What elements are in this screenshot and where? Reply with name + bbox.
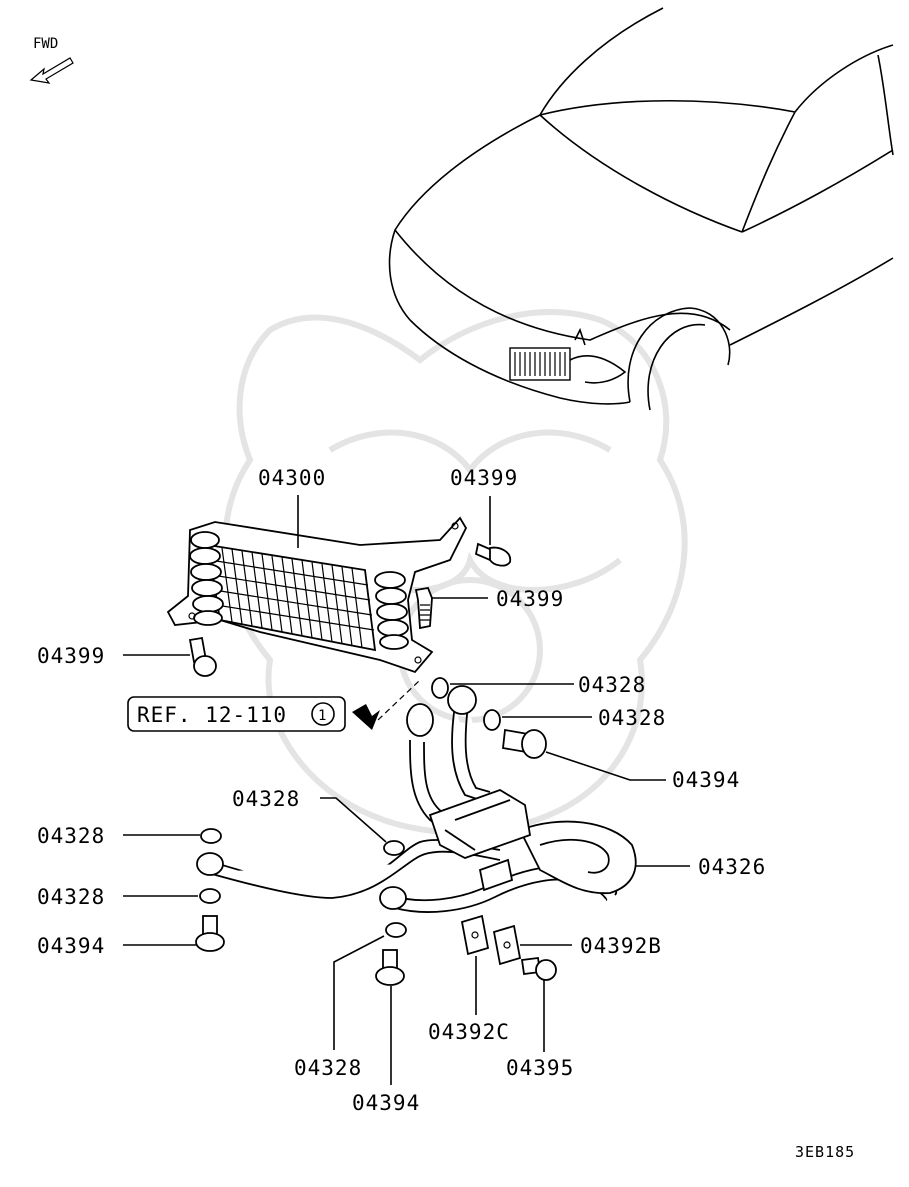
- oil-cooler-hoses: [196, 685, 637, 913]
- washers: [199, 677, 501, 938]
- callout-04395: 04395: [506, 1056, 574, 1080]
- callout-04399-top: 04399: [450, 466, 518, 490]
- callout-04328-f: 04328: [294, 1056, 362, 1080]
- cooler-location-thumbnail: [509, 327, 627, 384]
- eye-bolt-04394-b: [195, 915, 225, 952]
- washer-04328-e: [199, 888, 221, 904]
- callout-04392c: 04392C: [428, 1020, 510, 1044]
- diagram-code: 3EB185: [795, 1143, 855, 1161]
- callout-04326: 04326: [698, 855, 766, 879]
- reference-callout[interactable]: REF. 12-110 1: [127, 679, 421, 732]
- eye-bolt-04394-c: [375, 949, 405, 986]
- clamp-04392c: [460, 914, 490, 956]
- callout-04399-right: 04399: [496, 587, 564, 611]
- part-callouts: 04300 04399 04399 04399 04328 04328 0439…: [37, 466, 766, 1115]
- callout-04394-c: 04394: [352, 1091, 420, 1115]
- leader-lines: [123, 495, 690, 1085]
- ref-arrow-icon: [352, 704, 380, 730]
- cooler-fins: [209, 547, 375, 649]
- bolt-04399-top: [474, 542, 512, 567]
- callout-04328-b: 04328: [598, 706, 666, 730]
- washer-04328-f: [385, 922, 407, 938]
- callout-04394-a: 04394: [672, 768, 740, 792]
- eye-bolt-04394-a: [502, 728, 547, 759]
- callout-04300: 04300: [258, 466, 326, 490]
- bolt-04395: [520, 956, 557, 981]
- washer-04328-c: [383, 840, 405, 856]
- callout-04399-left: 04399: [37, 644, 105, 668]
- callout-04394-b: 04394: [37, 934, 105, 958]
- vehicle-outline: [388, 7, 894, 411]
- washer-04328-b: [483, 709, 501, 731]
- callout-04328-d: 04328: [37, 824, 105, 848]
- callout-04392b: 04392B: [580, 934, 662, 958]
- callout-04328-c: 04328: [232, 787, 300, 811]
- callout-04328-e: 04328: [37, 885, 105, 909]
- cooler-left-tank: [189, 531, 224, 626]
- ref-circle-number: 1: [318, 708, 326, 724]
- callout-04328-a: 04328: [578, 673, 646, 697]
- fwd-indicator: FWD: [29, 36, 74, 84]
- fwd-arrow-icon: [29, 57, 74, 84]
- bolt-04399-left: [188, 636, 217, 677]
- washer-04328-d: [200, 828, 222, 844]
- clamp-04392b: [492, 924, 522, 966]
- cooler-right-tank: [374, 571, 409, 650]
- ref-label: REF. 12-110: [137, 703, 287, 727]
- fwd-label: FWD: [33, 36, 58, 52]
- bolt-04399-right: [414, 586, 433, 630]
- washer-04328-a: [431, 677, 449, 699]
- oil-cooler: [166, 516, 468, 674]
